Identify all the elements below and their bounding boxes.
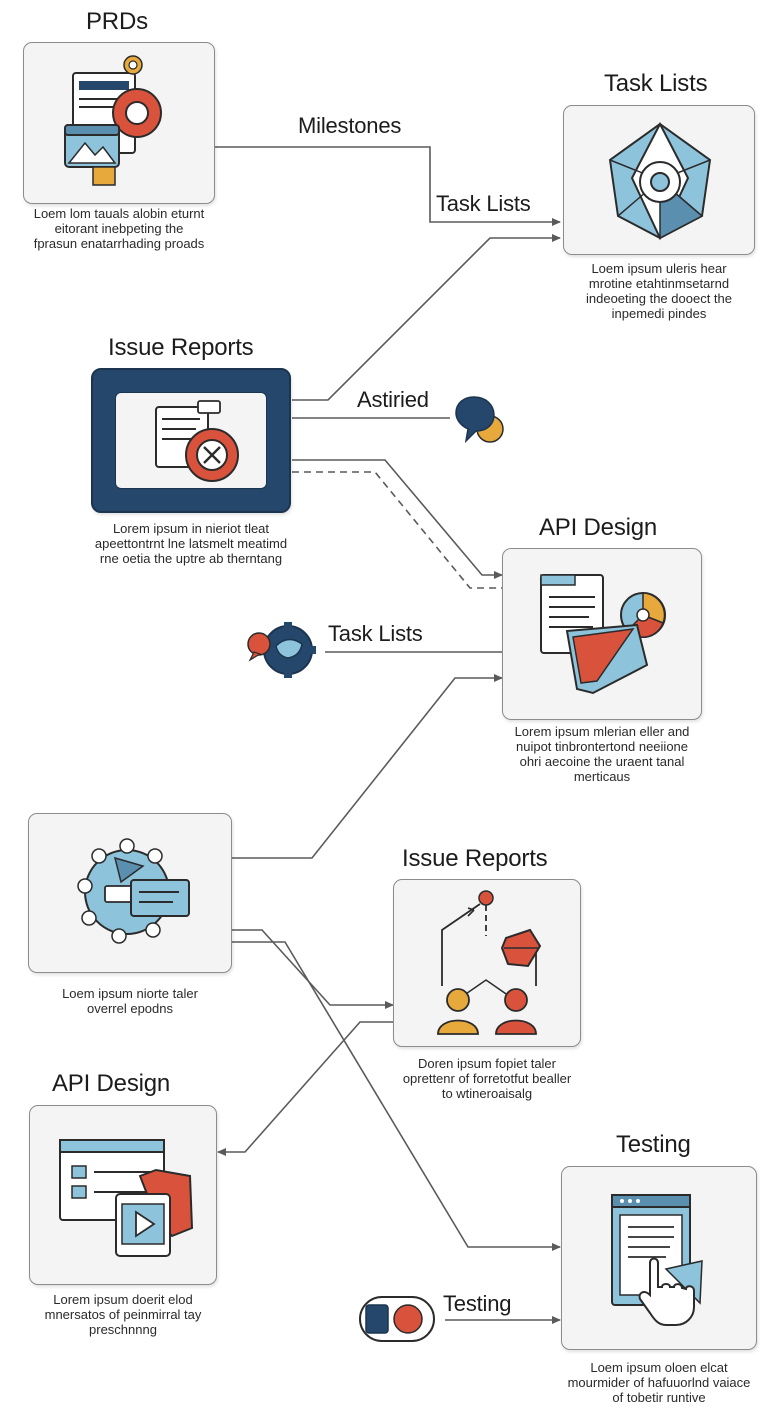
- edge-issue-reports-to-api-design: [217, 1021, 393, 1156]
- edge-label-milestones: Milestones: [298, 113, 402, 138]
- issue-reports-inner-frame: [115, 392, 267, 489]
- issue-reports-2-title: Issue Reports: [402, 845, 548, 872]
- api-design-2-caption: Lorem ipsum doerit elod mnersatos of pei…: [44, 1292, 202, 1337]
- issue-reports-2-caption: Doren ipsum fopiet taler oprettenr of fo…: [402, 1056, 572, 1101]
- edge-label-astiried: Astiried: [357, 387, 429, 412]
- prds-title: PRDs: [86, 8, 148, 35]
- unnamed-node[interactable]: [28, 813, 232, 973]
- gear-chat-icon: [247, 622, 316, 678]
- team-hierarchy-icon: [437, 890, 542, 1035]
- api-design-2-title: API Design: [52, 1070, 171, 1097]
- testing-node[interactable]: [561, 1166, 757, 1350]
- api-design-title: API Design: [539, 514, 658, 541]
- testing-title: Testing: [616, 1131, 691, 1158]
- task-lists-title: Task Lists: [604, 70, 708, 97]
- edge-unnamed-to-testing: [232, 941, 561, 1251]
- toggle-switch-icon: [359, 1296, 435, 1342]
- edge-label-task-lists-upper: Task Lists: [436, 191, 531, 216]
- document-error-gear-icon: [155, 400, 239, 482]
- issue-reports-2-node[interactable]: [393, 879, 581, 1047]
- issue-reports-title: Issue Reports: [108, 334, 254, 361]
- globe-chat-icon: [77, 838, 190, 944]
- edge-label-task-lists-mid: Task Lists: [328, 621, 423, 646]
- api-design-node[interactable]: [502, 548, 702, 720]
- document-touch-icon: [611, 1194, 703, 1326]
- edge-prds-to-task-lists: [214, 146, 561, 226]
- prds-caption: Loem lom tauals alobin eturnt eitorant i…: [33, 206, 205, 251]
- testing-caption: Loem ipsum oloen elcat mourmider of hafu…: [567, 1360, 751, 1405]
- edge-unnamed-to-api-design: [232, 674, 503, 859]
- document-gear-icon: [64, 55, 162, 186]
- edge-issue-to-api-design-dashed: [292, 471, 502, 589]
- prds-node[interactable]: [23, 42, 215, 204]
- folder-chart-icon: [540, 574, 666, 695]
- issue-reports-caption: Lorem ipsum in nieriot tleat apeettontrn…: [94, 521, 288, 566]
- task-lists-node[interactable]: [563, 105, 755, 255]
- unnamed-caption: Loem ipsum niorte taler overrel epodns: [62, 986, 198, 1016]
- geometric-target-icon: [608, 121, 712, 241]
- edge-unnamed-to-issue-reports: [232, 929, 394, 1009]
- task-lists-caption: Loem ipsum uleris hear mrotine etahtinms…: [585, 261, 732, 321]
- api-design-2-node[interactable]: [29, 1105, 217, 1285]
- speech-bubble-icon: [455, 396, 504, 444]
- issue-reports-node[interactable]: [91, 368, 291, 513]
- edge-issue-to-task-lists: [292, 234, 561, 401]
- api-design-caption: Lorem ipsum mlerian eller and nuipot tin…: [514, 724, 690, 784]
- edge-issue-to-api-design: [292, 459, 503, 579]
- edge-label-testing: Testing: [443, 1291, 512, 1316]
- browser-video-icon: [59, 1139, 194, 1257]
